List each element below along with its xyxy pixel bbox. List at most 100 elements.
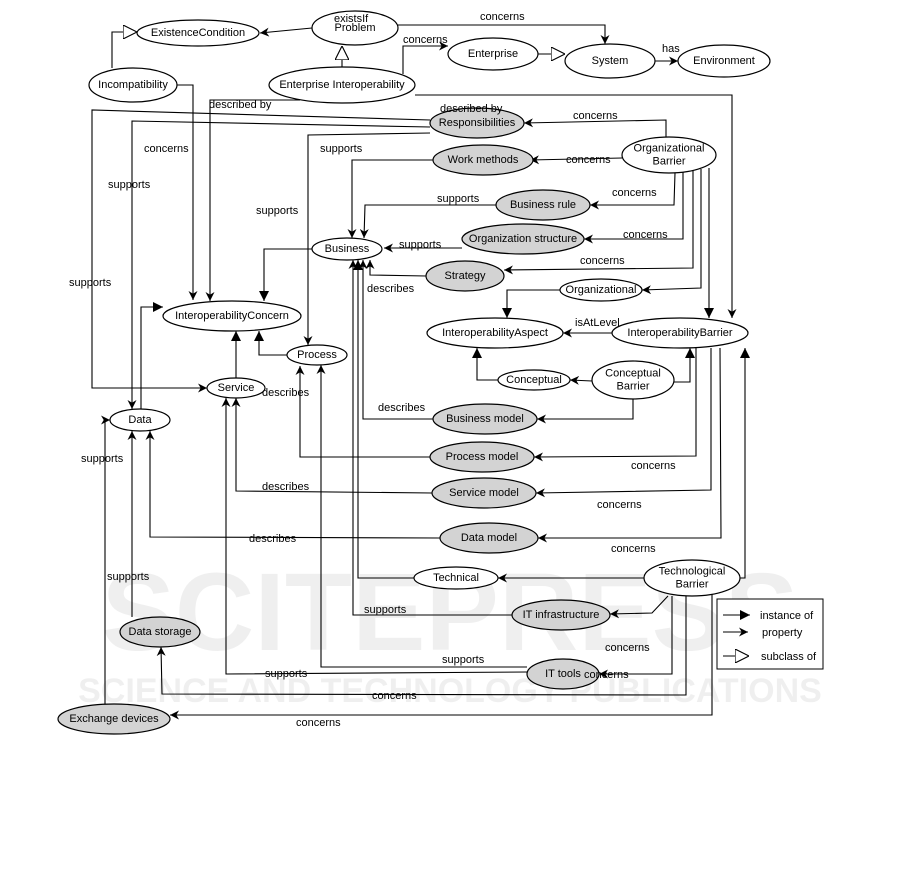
edge-label-described-by: described by xyxy=(440,103,503,115)
node-label: Data model xyxy=(461,532,517,544)
node-shape xyxy=(591,360,675,400)
node-shape xyxy=(497,369,571,391)
edge-organizational-barrier-to-strategy xyxy=(503,170,694,275)
edge-problem-to-existence-condition xyxy=(259,27,313,37)
node-business: Business xyxy=(311,237,383,261)
node-label: Conceptual xyxy=(506,374,562,386)
edge-data-model-to-data xyxy=(145,431,441,539)
edge-label-concerns: concerns xyxy=(144,143,189,155)
node-interoperability-barrier: InteroperabilityBarrier xyxy=(611,317,749,349)
node-label: InteroperabilityAspect xyxy=(442,327,548,339)
edge-data-to-interoperability-concern xyxy=(140,302,163,409)
edge-conceptual-barrier-to-interoperability-barrier xyxy=(674,348,695,383)
node-shape xyxy=(526,658,600,690)
node-data: Data xyxy=(109,408,171,432)
edge-process-to-interoperability-concern xyxy=(254,331,287,356)
node-shape xyxy=(559,278,643,302)
legend: instance of property subclass of xyxy=(716,598,824,670)
node-label: Responsibilities xyxy=(439,117,516,129)
edge-label-concerns: concerns xyxy=(296,717,341,729)
edge-label-supports: supports xyxy=(107,571,150,583)
node-label: Barrier xyxy=(675,579,708,591)
node-technical: Technical xyxy=(413,566,499,590)
node-label: Environment xyxy=(693,55,755,67)
edge-label-concerns: concerns xyxy=(580,255,625,267)
node-shape xyxy=(432,403,538,435)
edge-label-describes: describes xyxy=(262,481,310,493)
edge-business-rule-to-business xyxy=(359,204,496,239)
edge-it-infrastructure-to-business xyxy=(348,260,512,616)
edge-incompatibility-to-existence-condition xyxy=(111,32,137,68)
node-label: Problem xyxy=(335,22,376,34)
node-shape xyxy=(495,189,591,221)
node-shape xyxy=(109,408,171,432)
node-enterprise-interoperability: Enterprise Interoperability xyxy=(268,66,416,104)
node-label: Data storage xyxy=(129,626,192,638)
edge-label-concerns: concerns xyxy=(597,499,642,511)
node-label: Enterprise xyxy=(468,48,518,60)
node-label: Organizational xyxy=(634,143,705,155)
edge-label-described-by: described by xyxy=(209,99,272,111)
node-shape xyxy=(311,237,383,261)
node-work-methods: Work methods xyxy=(432,144,534,176)
node-shape xyxy=(429,107,525,139)
edge-it-tools-to-service xyxy=(221,398,528,675)
edge-label-has: has xyxy=(662,43,680,55)
edge-label-supports: supports xyxy=(265,668,308,680)
node-organization-structure: Organization structure xyxy=(461,223,585,255)
edge-it-tools-to-process xyxy=(316,365,527,668)
node-enterprise: Enterprise xyxy=(447,37,539,71)
legend-box xyxy=(716,598,824,670)
edge-label-concerns: concerns xyxy=(631,460,676,472)
node-shape xyxy=(206,377,266,399)
node-shape xyxy=(311,10,399,46)
node-shape xyxy=(286,344,348,366)
node-responsibilities: Responsibilities xyxy=(429,107,525,139)
node-service-model: Service model xyxy=(431,477,537,509)
edge-business-model-to-business xyxy=(358,260,433,420)
edge-label-concerns: concerns xyxy=(480,11,525,23)
node-label: Service xyxy=(218,382,255,394)
node-label: Enterprise Interoperability xyxy=(279,79,405,91)
node-label: Strategy xyxy=(445,270,486,282)
edge-technological-barrier-to-exchange-devices xyxy=(170,594,713,720)
edge-label-concerns: concerns xyxy=(403,34,448,46)
edge-interoperability-barrier-to-service-model xyxy=(535,348,712,498)
node-shape xyxy=(162,300,302,332)
legend-subclass-label: subclass of xyxy=(761,651,817,663)
node-shape xyxy=(439,522,539,554)
edge-business-to-interoperability-concern xyxy=(259,248,312,301)
node-existence-condition: ExistenceCondition xyxy=(136,19,260,47)
node-shape xyxy=(447,37,539,71)
edge-label-describes: describes xyxy=(367,283,415,295)
edge-interoperability-barrier-to-data-model xyxy=(538,347,722,543)
node-label: Incompatibility xyxy=(98,79,168,91)
edge-label-describes: describes xyxy=(262,387,310,399)
edge-strategy-to-business xyxy=(365,260,427,277)
node-label: Work methods xyxy=(448,154,519,166)
node-shape xyxy=(426,317,564,349)
node-data-model: Data model xyxy=(439,522,539,554)
node-shape xyxy=(413,566,499,590)
node-label: InteroperabilityConcern xyxy=(175,310,289,322)
node-label: Data xyxy=(128,414,152,426)
edge-label-concerns: concerns xyxy=(612,187,657,199)
node-shape xyxy=(429,441,535,473)
edge-exchange-devices-to-data xyxy=(101,415,110,704)
edge-organizational-barrier-to-responsibilities xyxy=(523,118,667,137)
node-label: Service model xyxy=(449,487,519,499)
node-shape xyxy=(432,144,534,176)
node-label: Process xyxy=(297,349,337,361)
edge-label-concerns: concerns xyxy=(584,669,629,681)
nodes: ExistenceCondition ProblemIncompatibility… xyxy=(57,10,771,735)
edge-label-existsIf: existsIf xyxy=(334,13,369,25)
edge-technical-to-interoperability-aspect xyxy=(353,260,414,579)
node-service: Service xyxy=(206,377,266,399)
node-label: IT tools xyxy=(545,668,581,680)
node-label: Process model xyxy=(446,451,519,463)
node-problem: Problem xyxy=(311,10,399,46)
node-label: Business model xyxy=(446,413,524,425)
node-shape xyxy=(88,67,178,103)
edge-organizational-barrier-to-organizational xyxy=(641,169,702,295)
